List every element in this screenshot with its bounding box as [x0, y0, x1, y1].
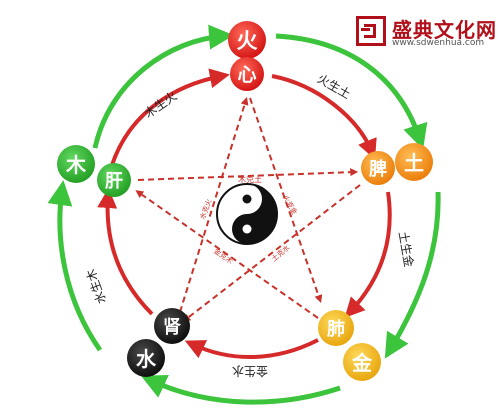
node-spleen-label: 脾 — [369, 158, 387, 180]
watermark-title: 盛典文化网 — [392, 18, 497, 42]
inner-arrow-liver-to-heart — [110, 68, 230, 166]
node-metal: 金 — [343, 343, 381, 381]
outer-arrow-metal-to-water — [140, 375, 341, 405]
star-line-liver-to-spleen — [137, 168, 359, 181]
label-metal-generates-water: 金生水 — [232, 364, 268, 379]
node-lung: 肺 — [318, 310, 354, 346]
star-label-top: 木克土 — [238, 174, 262, 184]
node-spleen: 脾 — [361, 151, 395, 185]
node-water-label: 水 — [136, 347, 157, 371]
label-wood-generates-fire: 木生火 — [142, 89, 180, 121]
node-earth-label: 土 — [404, 151, 424, 175]
node-wood-label: 木 — [65, 153, 87, 177]
node-earth: 土 — [395, 143, 433, 181]
node-liver: 肝 — [97, 163, 131, 197]
inner-arrow-heart-to-spleen — [271, 74, 377, 160]
watermark-logo-icon — [356, 16, 386, 46]
node-wood: 木 — [57, 145, 95, 183]
star-line-kidney-to-heart — [179, 96, 249, 313]
inner-arrow-spleen-to-lung — [344, 191, 392, 318]
label-earth-generates-metal: 土生金 — [396, 230, 417, 268]
node-kidney: 肾 — [154, 308, 190, 344]
node-water: 水 — [127, 339, 165, 377]
node-fire-label: 火 — [237, 29, 258, 53]
yin-yang-symbol — [216, 183, 278, 245]
outer-arrow-fire-to-earth — [275, 33, 428, 150]
node-lung-label: 肺 — [327, 319, 345, 340]
node-kidney-label: 肾 — [163, 317, 181, 338]
node-heart-label: 心 — [237, 64, 256, 86]
inner-arrow-kidney-to-liver — [97, 188, 154, 316]
label-water-generates-wood: 水生木 — [84, 267, 109, 306]
watermark-url: www.sdwenhua.com — [392, 38, 485, 48]
outer-arrow-wood-to-fire — [92, 24, 234, 149]
star-line-heart-to-lung — [249, 97, 323, 304]
star-line-spleen-to-kidney — [182, 184, 361, 322]
inner-arrow-lung-to-kidney — [184, 338, 319, 359]
star-label-lower-left: 金克木 — [212, 246, 234, 265]
node-fire: 火 — [228, 21, 266, 59]
watermark: 盛典文化网 www.sdwenhua.com — [356, 14, 496, 50]
star-label-upper-left: 水克火 — [198, 198, 214, 221]
node-liver-label: 肝 — [105, 171, 123, 192]
star-label-upper-right: 火克金 — [281, 193, 299, 216]
node-metal-label: 金 — [351, 351, 373, 375]
outer-arrow-earth-to-metal — [384, 191, 441, 359]
node-heart: 心 — [230, 57, 264, 91]
outer-arrow-water-to-wood — [47, 180, 103, 352]
star-line-lung-to-liver — [135, 190, 319, 319]
